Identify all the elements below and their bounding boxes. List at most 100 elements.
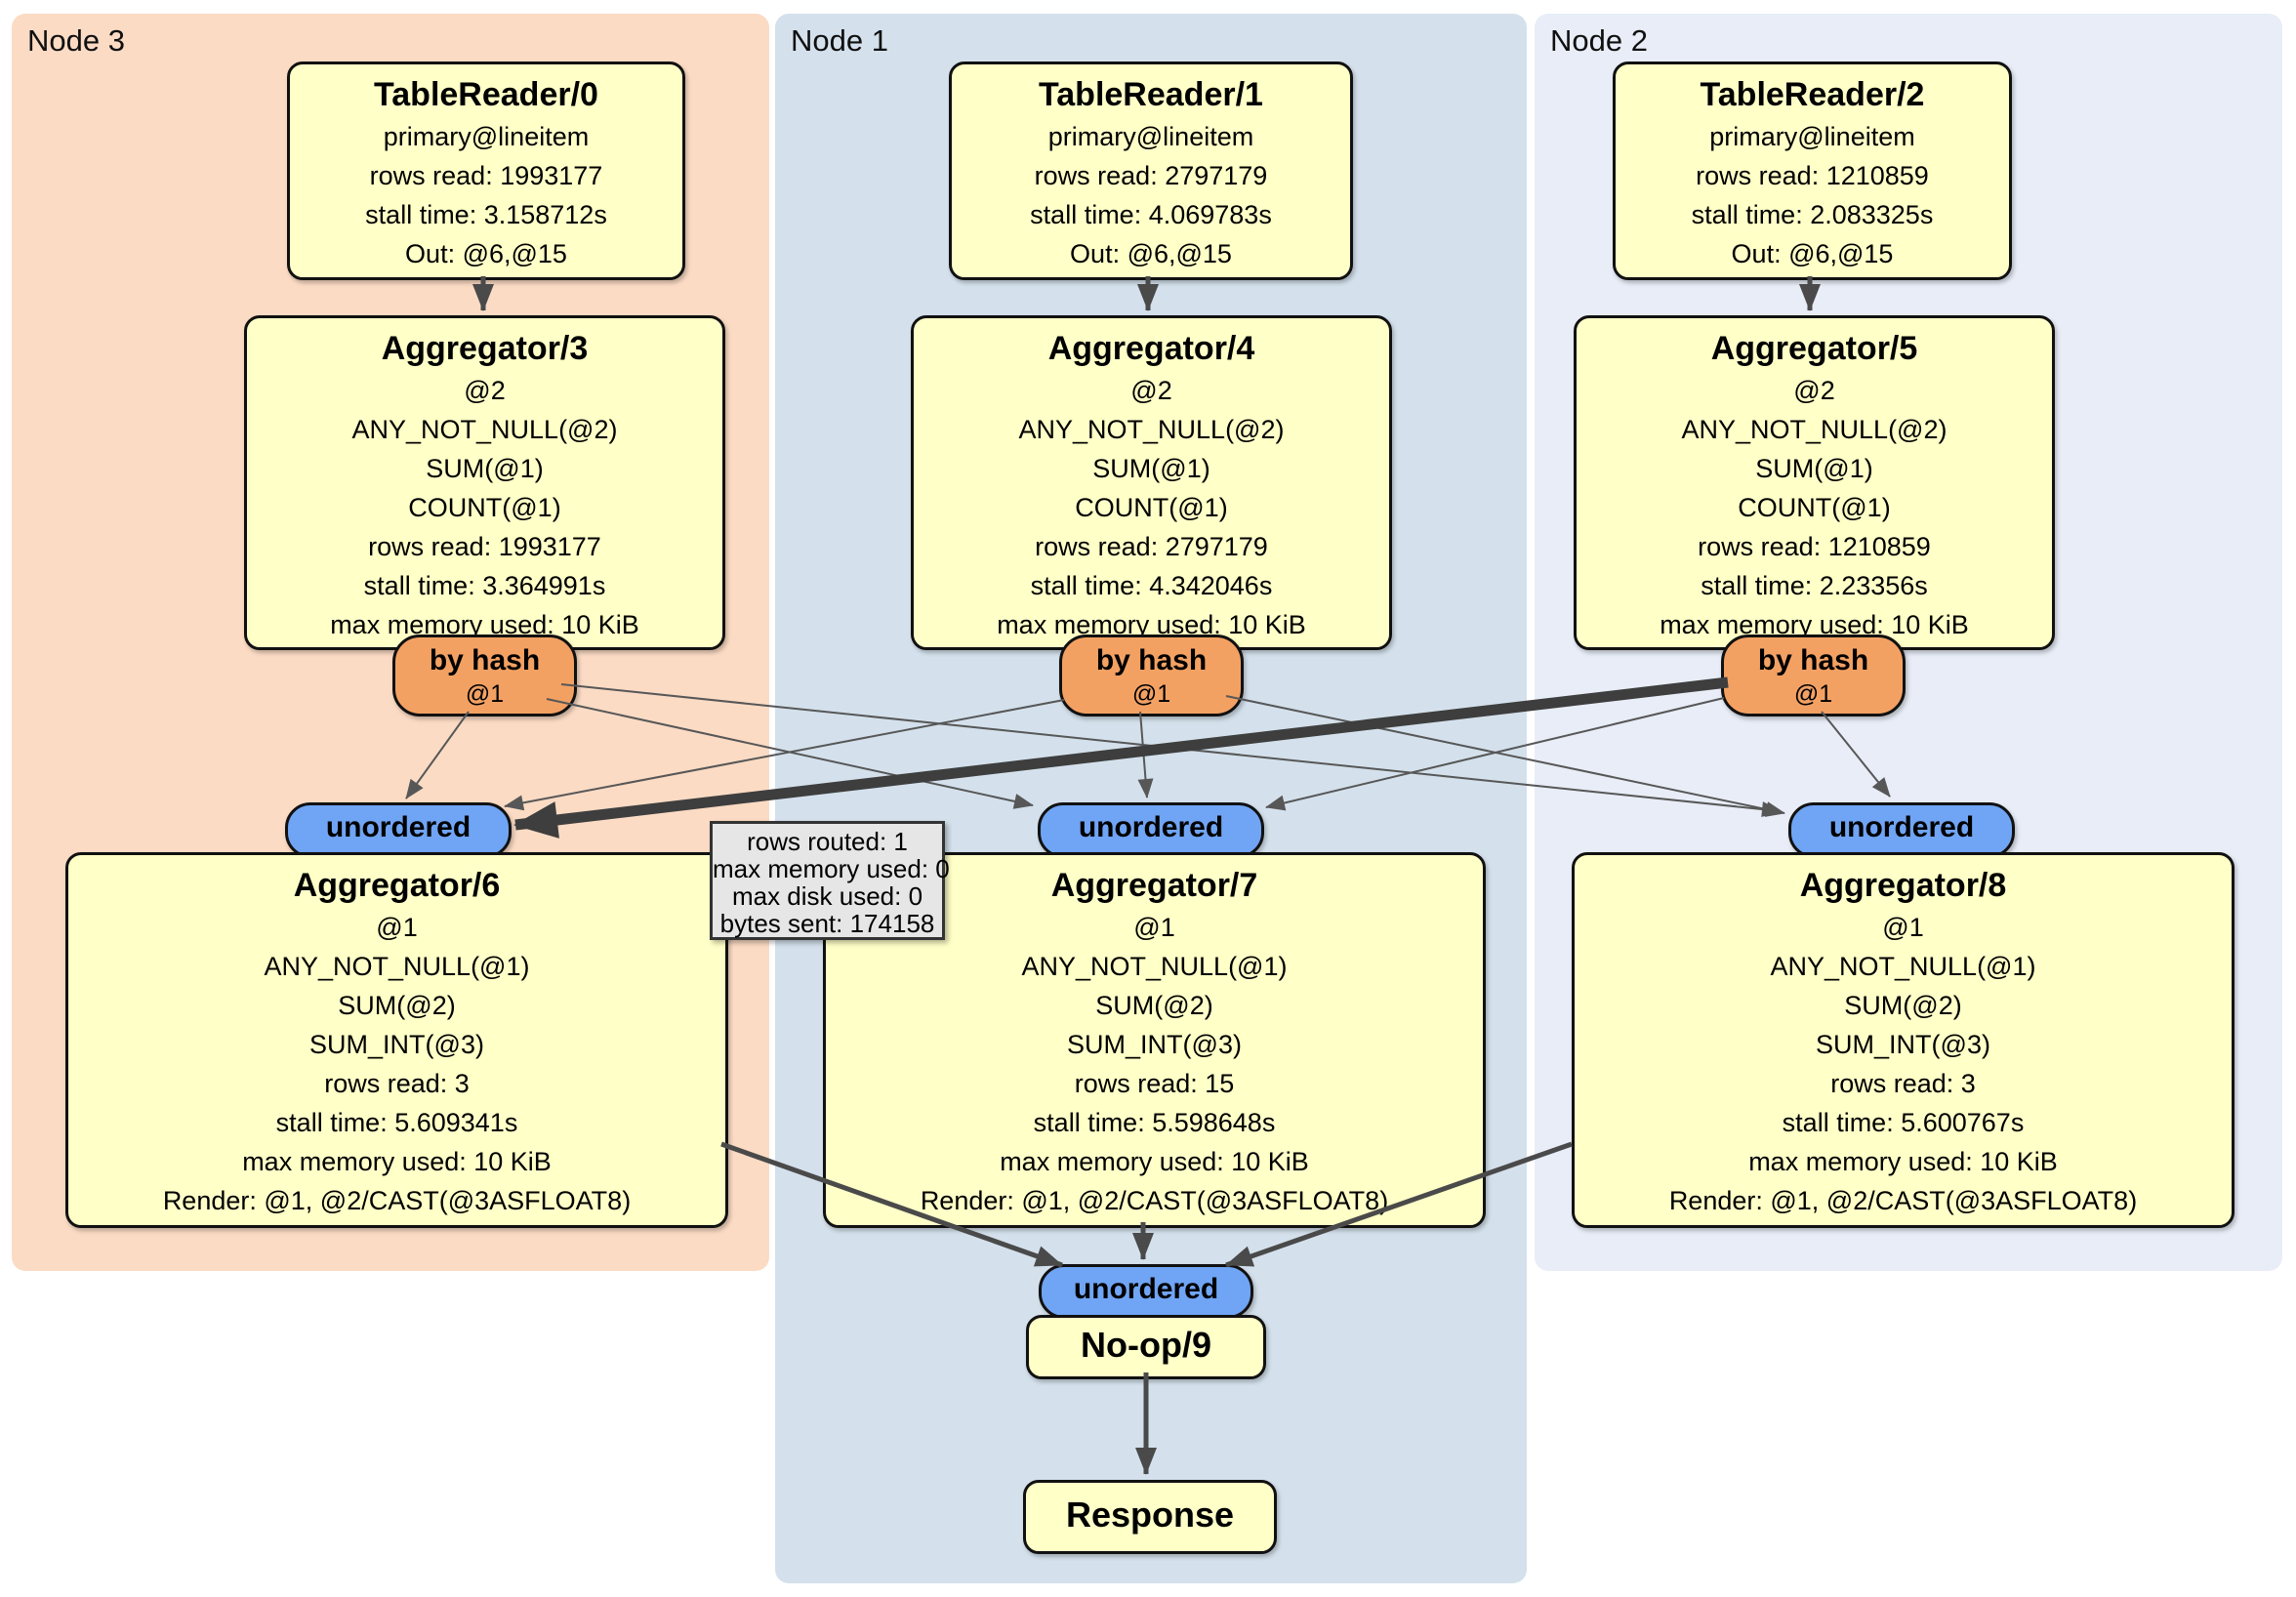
detail-line: @1 <box>376 913 418 942</box>
node-title: TableReader/0 <box>374 76 598 113</box>
detail-line: ANY_NOT_NULL(@2) <box>1018 415 1285 444</box>
detail-line: SUM_INT(@3) <box>309 1030 484 1059</box>
detail-line: Render: @1, @2/CAST(@3ASFLOAT8) <box>920 1186 1389 1215</box>
region-node1-label: Node 1 <box>791 23 888 58</box>
router-by-hash-node2[interactable]: by hash @1 <box>1721 635 1906 717</box>
detail-line: stall time: 2.083325s <box>1691 200 1934 229</box>
detail-line: max memory used: 10 KiB <box>1748 1147 2058 1176</box>
detail-line: rows read: 3 <box>324 1069 470 1098</box>
detail-line: stall time: 5.609341s <box>275 1108 518 1137</box>
region-node3-label: Node 3 <box>27 23 125 58</box>
detail-line: rows read: 3 <box>1830 1069 1976 1098</box>
detail-line: max disk used: 0 <box>731 881 923 911</box>
detail-line: ANY_NOT_NULL(@1) <box>1770 952 2036 981</box>
detail-line: rows read: 1993177 <box>369 161 603 190</box>
detail-line: primary@lineitem <box>383 122 590 151</box>
detail-line: max memory used: 0 <box>713 854 950 883</box>
detail-line: max memory used: 10 KiB <box>242 1147 552 1176</box>
node-response[interactable]: Response <box>1023 1480 1277 1554</box>
node-title: Aggregator/7 <box>1050 867 1258 904</box>
detail-line: Out: @6,@15 <box>1731 239 1894 268</box>
detail-line: bytes sent: 174158 <box>719 909 935 938</box>
node-details: primary@lineitem rows read: 2797179 stall … <box>952 117 1350 273</box>
node-tablereader-0[interactable]: TableReader/0 primary@lineitem rows read:… <box>287 61 685 280</box>
node-details: primary@lineitem rows read: 1210859 stall … <box>1616 117 2009 273</box>
router-label: by hash <box>1095 644 1208 676</box>
node-title: Aggregator/3 <box>381 330 589 367</box>
node-title: TableReader/2 <box>1700 76 1925 113</box>
detail-line: rows read: 1210859 <box>1696 161 1929 190</box>
detail-line: stall time: 2.23356s <box>1701 571 1928 600</box>
node-noop-9[interactable]: No-op/9 <box>1026 1315 1266 1379</box>
node-title: Aggregator/8 <box>1799 867 2007 904</box>
detail-line: ANY_NOT_NULL(@1) <box>264 952 530 981</box>
sync-unordered-node3[interactable]: unordered <box>285 802 512 858</box>
detail-line: max memory used: 10 KiB <box>1000 1147 1309 1176</box>
detail-line: rows read: 1210859 <box>1698 532 1931 561</box>
node-title: Aggregator/4 <box>1047 330 1255 367</box>
detail-line: Render: @1, @2/CAST(@3ASFLOAT8) <box>162 1186 632 1215</box>
detail-line: stall time: 3.158712s <box>365 200 607 229</box>
detail-line: Render: @1, @2/CAST(@3ASFLOAT8) <box>1668 1186 2138 1215</box>
detail-line: SUM_INT(@3) <box>1067 1030 1242 1059</box>
detail-line: rows read: 2797179 <box>1034 161 1268 190</box>
router-label: by hash <box>429 644 541 676</box>
node-title: Response <box>1065 1495 1235 1535</box>
detail-line: @2 <box>1130 376 1172 405</box>
detail-line: stall time: 3.364991s <box>363 571 606 600</box>
detail-line: SUM(@2) <box>1844 991 1962 1020</box>
detail-line: Out: @6,@15 <box>1070 239 1232 268</box>
sync-unordered-node1[interactable]: unordered <box>1038 802 1264 858</box>
detail-line: SUM_INT(@3) <box>1816 1030 1990 1059</box>
detail-line: primary@lineitem <box>1047 122 1254 151</box>
detail-line: SUM(@1) <box>1092 454 1210 483</box>
detail-line: SUM(@1) <box>1755 454 1873 483</box>
detail-line: COUNT(@1) <box>1738 493 1891 522</box>
node-tablereader-2[interactable]: TableReader/2 primary@lineitem rows read:… <box>1613 61 2012 280</box>
sync-unordered-final[interactable]: unordered <box>1039 1264 1253 1319</box>
detail-line: rows read: 2797179 <box>1035 532 1268 561</box>
router-by-hash-node3[interactable]: by hash @1 <box>392 635 577 717</box>
detail-line: @2 <box>464 376 506 405</box>
detail-line: SUM(@1) <box>426 454 544 483</box>
detail-line: COUNT(@1) <box>408 493 561 522</box>
detail-line: SUM(@2) <box>338 991 456 1020</box>
node-title: No-op/9 <box>1081 1325 1211 1365</box>
router-label: by hash <box>1757 644 1869 676</box>
router-hash-column: @1 <box>465 680 505 708</box>
router-by-hash-node1[interactable]: by hash @1 <box>1059 635 1244 717</box>
detail-line: rows read: 15 <box>1074 1069 1235 1098</box>
router-hash-column: @1 <box>1793 680 1833 708</box>
detail-line: stall time: 4.342046s <box>1030 571 1273 600</box>
detail-line: stall time: 5.598648s <box>1033 1108 1276 1137</box>
detail-line: ANY_NOT_NULL(@2) <box>351 415 618 444</box>
detail-line: rows routed: 1 <box>747 827 908 856</box>
detail-line: stall time: 4.069783s <box>1030 200 1272 229</box>
detail-line: COUNT(@1) <box>1075 493 1228 522</box>
detail-line: primary@lineitem <box>1709 122 1915 151</box>
sync-unordered-node2[interactable]: unordered <box>1788 802 2015 858</box>
node-title: Aggregator/6 <box>293 867 501 904</box>
detail-line: SUM(@2) <box>1095 991 1213 1020</box>
detail-line: @1 <box>1133 913 1175 942</box>
detail-line: ANY_NOT_NULL(@1) <box>1021 952 1288 981</box>
detail-line: @2 <box>1793 376 1835 405</box>
detail-line: Out: @6,@15 <box>405 239 567 268</box>
detail-line: ANY_NOT_NULL(@2) <box>1681 415 1948 444</box>
node-title: Aggregator/5 <box>1710 330 1918 367</box>
detail-line: rows read: 1993177 <box>368 532 601 561</box>
